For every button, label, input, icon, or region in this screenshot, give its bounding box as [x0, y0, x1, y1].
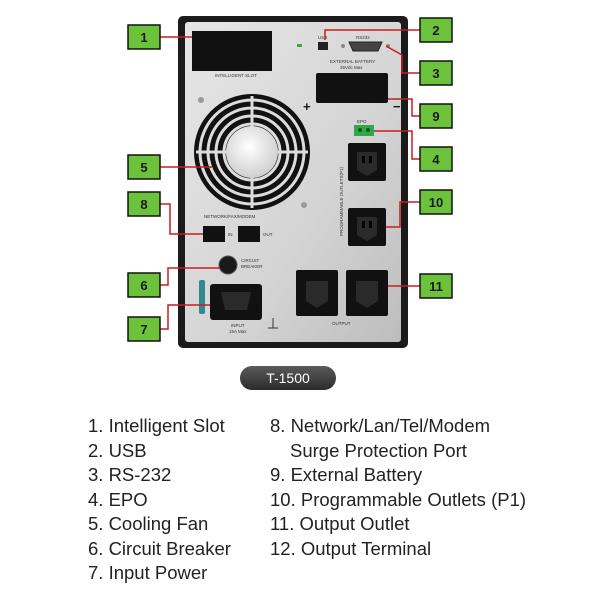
callout-2: 2 — [419, 17, 453, 43]
external-battery-connector — [316, 73, 388, 103]
status-led — [297, 44, 302, 47]
callout-5: 5 — [127, 154, 161, 180]
output-outlet-2 — [346, 270, 388, 316]
legend-item: 4. EPO — [88, 488, 148, 510]
output-terminal — [199, 280, 205, 314]
legend-item: 8. Network/Lan/Tel/Modem — [270, 415, 491, 436]
cooling-fan — [194, 94, 310, 210]
usb-label: USB — [318, 35, 327, 40]
svg-text:4: 4 — [432, 152, 440, 167]
leader-7 — [160, 304, 210, 330]
ups-rear-panel-diagram: INTELLIGENT SLOT USB RS232 EXTERNAL BATT… — [127, 16, 453, 348]
callout-3: 3 — [419, 60, 453, 86]
network-port-in — [203, 226, 225, 242]
programmable-outlets-label: PROGRAMMABLE OUTLETS(P1) — [339, 166, 344, 236]
callout-7: 7 — [127, 316, 161, 342]
leader-10 — [386, 201, 420, 228]
programmable-outlet-2 — [348, 208, 386, 246]
battery-voltage-label: 36Vdc Max — [340, 65, 363, 70]
legend-item: 9. External Battery — [270, 464, 423, 485]
circuit-breaker — [218, 255, 238, 275]
svg-text:3: 3 — [432, 66, 439, 81]
epo-screw-1 — [358, 128, 362, 132]
circuit-label: CIRCUIT — [241, 258, 259, 263]
legend-item: 3. RS-232 — [88, 464, 172, 485]
input-label: INPUT — [231, 323, 245, 328]
usb-port — [318, 42, 328, 50]
svg-text:8: 8 — [140, 197, 147, 212]
legend-item: 7. Input Power — [88, 562, 208, 583]
svg-text:2: 2 — [432, 23, 439, 38]
callout-6: 6 — [127, 272, 161, 298]
svg-text:7: 7 — [140, 322, 147, 337]
programmable-outlet-1 — [348, 143, 386, 181]
input-power-socket — [210, 284, 262, 320]
svg-text:11: 11 — [429, 279, 443, 294]
network-out-label: OUT — [263, 232, 273, 237]
leader-lines — [160, 29, 420, 330]
legend-item: 10. Programmable Outlets (P1) — [270, 488, 527, 510]
output-outlet-1 — [296, 270, 338, 316]
leader-3 — [385, 45, 420, 74]
intelligent-slot-label: INTELLIGENT SLOT — [215, 73, 257, 78]
legend-item: 5. Cooling Fan — [88, 513, 209, 534]
breaker-label: BREAKER — [241, 264, 263, 269]
callout-8: 8 — [127, 191, 161, 217]
external-battery-label: EXTERNAL BATTERY — [330, 59, 375, 64]
callout-10: 10 — [419, 189, 453, 215]
callout-4: 4 — [419, 146, 453, 172]
intelligent-slot — [192, 31, 272, 71]
leader-4 — [374, 130, 420, 160]
svg-text:1: 1 — [140, 30, 147, 45]
input-rating-label: 15A Max — [229, 329, 247, 334]
epo-screw-2 — [366, 128, 370, 132]
fan-screw-tl — [198, 97, 204, 103]
svg-text:6: 6 — [140, 278, 147, 293]
svg-text:10: 10 — [429, 195, 443, 210]
legend-item: 2. USB — [88, 439, 147, 461]
callout-1: 1 — [127, 24, 161, 50]
svg-text:9: 9 — [432, 109, 439, 124]
rs232-label: RS232 — [356, 35, 370, 40]
legend-item: 1. Intelligent Slot — [88, 415, 225, 436]
rs232-port — [348, 41, 383, 52]
fan-screw-br — [301, 202, 307, 208]
network-port-out — [238, 226, 260, 242]
epo-connector — [354, 125, 374, 136]
rs232-screw-left — [341, 44, 345, 48]
leader-6 — [160, 267, 219, 286]
epo-label: EPO — [357, 119, 367, 124]
legend-item: 11. Output Outlet — [270, 513, 410, 534]
leader-9 — [388, 98, 420, 117]
callout-9: 9 — [419, 103, 453, 129]
model-label: T-1500 — [240, 366, 336, 390]
legend-item-continuation: Surge Protection Port — [290, 439, 467, 461]
callout-11: 11 — [419, 273, 453, 299]
leader-8 — [160, 203, 203, 235]
legend-right: 8. Network/Lan/Tel/Modem Surge Protectio… — [270, 414, 526, 561]
legend-item: 12. Output Terminal — [270, 537, 432, 559]
battery-plus-label: + — [303, 99, 311, 114]
legend-item: 6. Circuit Breaker — [88, 537, 231, 559]
output-label: OUTPUT — [332, 321, 351, 326]
network-fax-modem-label: NETWORK/FAX/MODEM — [204, 214, 256, 219]
network-in-label: IN — [228, 232, 233, 237]
legend-left: 1. Intelligent Slot 2. USB 3. RS-232 4. … — [88, 414, 231, 586]
battery-minus-label: − — [393, 99, 401, 114]
svg-text:5: 5 — [140, 160, 147, 175]
leader-2 — [324, 29, 420, 40]
